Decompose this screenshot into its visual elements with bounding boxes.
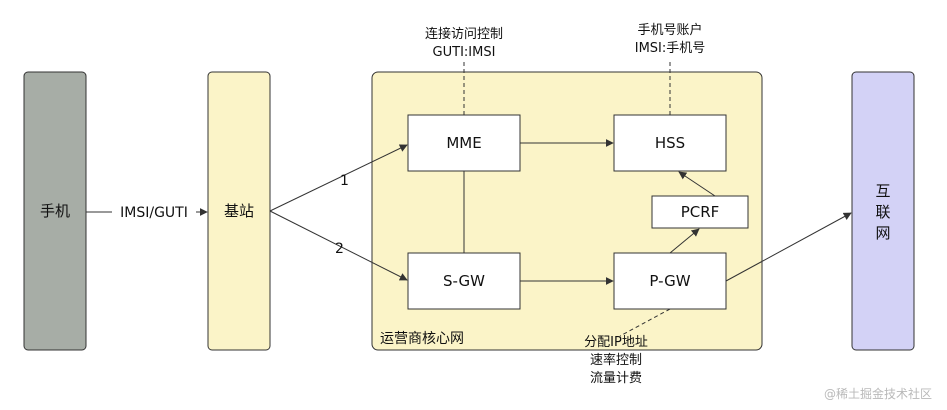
hss-node <box>613 114 727 172</box>
phone-node <box>23 71 87 351</box>
pcrf-label: PCRF <box>681 203 720 221</box>
pgw-label: P-GW <box>649 272 690 290</box>
internet-node <box>851 71 915 351</box>
pcrf-node <box>651 195 749 229</box>
internet-label-1: 互 <box>875 182 890 200</box>
edge-pcrf-hss <box>678 171 716 197</box>
edge-phone-base-label: IMSI/GUTI <box>120 205 188 221</box>
edge-path-2-label: 2 <box>335 241 344 257</box>
internet-label-2: 联 <box>875 203 890 221</box>
internet-label-3: 网 <box>875 224 890 242</box>
edge-base-sgw <box>269 210 408 281</box>
watermark: @稀土掘金技术社区 <box>824 386 932 401</box>
pgw-node <box>613 252 727 310</box>
pgw-note-line-3: 流量计费 <box>590 371 642 386</box>
mme-note-line-2: GUTI:IMSI <box>433 45 496 60</box>
hss-note-line-2: IMSI:手机号 <box>635 41 706 56</box>
edge-pgw-internet <box>725 212 852 282</box>
mme-label: MME <box>446 134 481 152</box>
hss-note-line-1: 手机号账户 <box>637 22 702 38</box>
edge-path-1-label: 1 <box>340 173 349 189</box>
pgw-note-connector <box>619 308 671 337</box>
edge-pgw-pcrf <box>669 228 700 254</box>
sgw-label: S-GW <box>443 272 485 290</box>
base-station-label: 基站 <box>224 202 254 220</box>
pgw-note-line-2: 速率控制 <box>590 352 642 368</box>
mme-note-line-1: 连接访问控制 <box>425 26 503 42</box>
sgw-node <box>407 252 521 310</box>
phone-label: 手机 <box>40 202 70 220</box>
core-network-label: 运营商核心网 <box>380 331 464 347</box>
edge-base-mme <box>269 144 408 212</box>
hss-label: HSS <box>655 134 685 152</box>
pgw-note-line-1: 分配IP地址 <box>584 335 648 350</box>
